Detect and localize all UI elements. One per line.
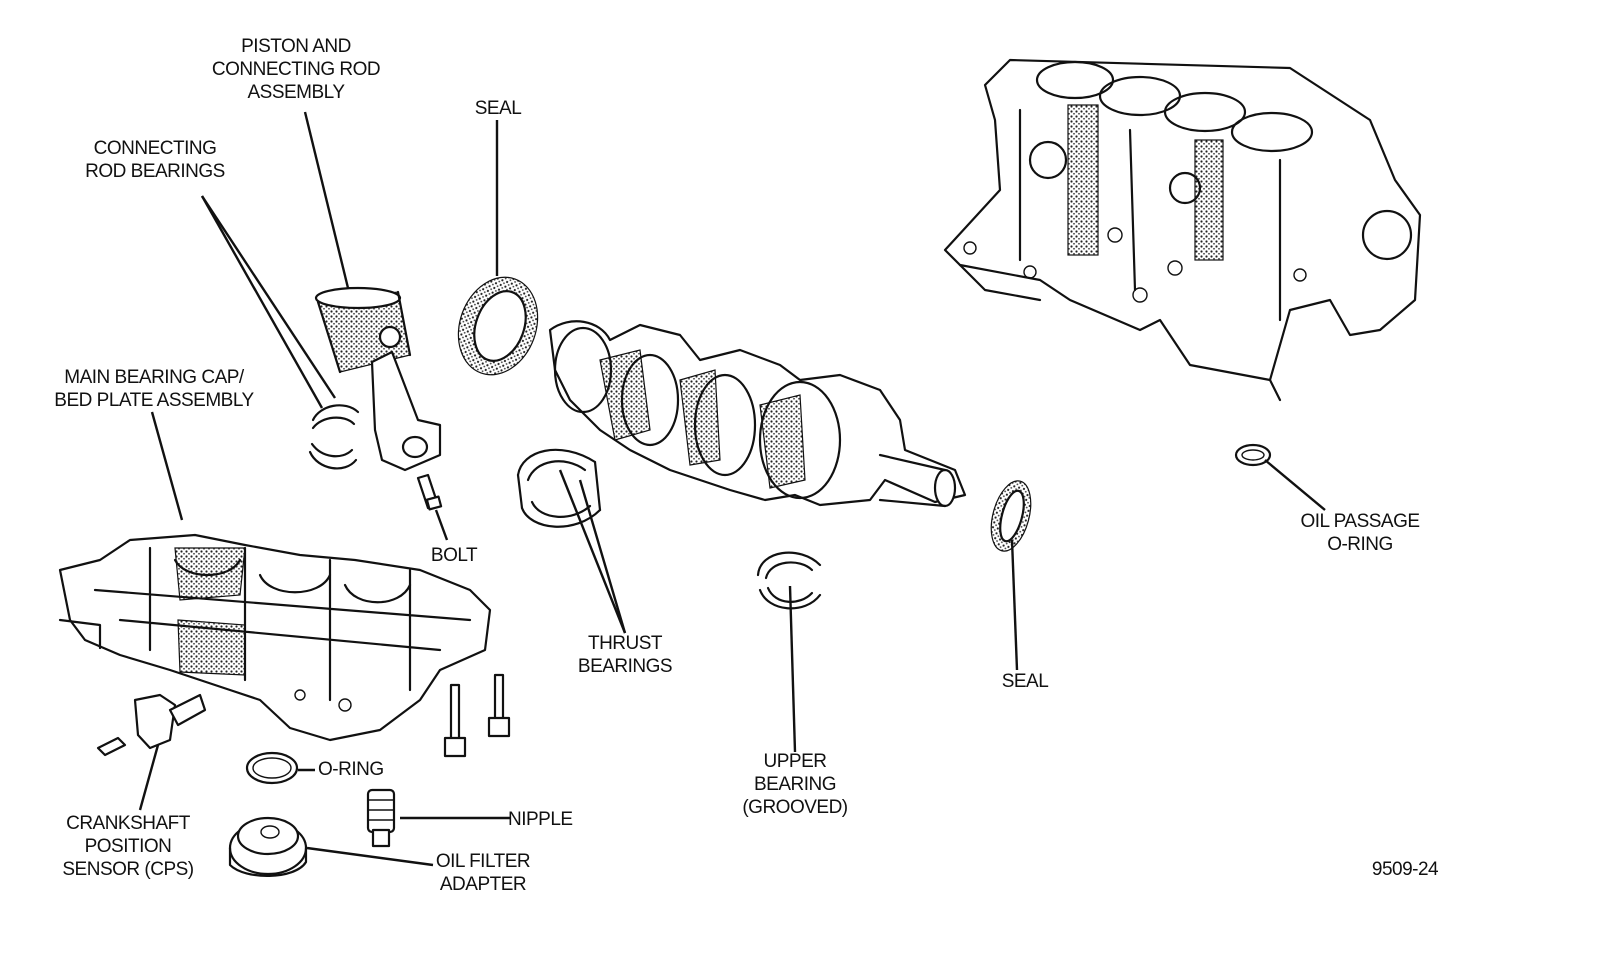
label-line: CRANKSHAFT [66, 813, 190, 834]
bed-plate-part [58, 533, 492, 742]
label-line: PISTON AND [241, 36, 351, 57]
label-line: ROD BEARINGS [85, 161, 225, 182]
label-main-bearing-cap: MAIN BEARING CAP/ BED PLATE ASSEMBLY [40, 366, 268, 412]
label-line: BOLT [430, 545, 478, 566]
label-rod-bearings: CONNECTING ROD BEARINGS [70, 137, 240, 183]
label-line: O-RING [1327, 534, 1393, 555]
label-seal-right: SEAL [990, 670, 1060, 693]
upper-bearing-part [756, 551, 822, 610]
figure-id: 9509-24 [1371, 859, 1439, 880]
bed-plate-bolts-part [443, 673, 511, 758]
thrust-bearings-part [516, 448, 602, 528]
label-line: MAIN BEARING CAP/ [64, 367, 244, 388]
label-oil-filter-adapter: OIL FILTER ADAPTER [418, 850, 548, 896]
label-line: SENSOR (CPS) [62, 859, 194, 880]
label-line: BEARING [753, 774, 837, 795]
label-line: NIPPLE [508, 809, 573, 830]
label-cps: CRANKSHAFT POSITION SENSOR (CPS) [48, 812, 208, 881]
label-line: OIL FILTER [435, 851, 531, 872]
seal-top-part [457, 276, 539, 376]
label-line: SEAL [474, 98, 522, 119]
label-line: THRUST [587, 633, 663, 654]
crankshaft-part [548, 320, 967, 508]
label-line: BED PLATE ASSEMBLY [54, 390, 254, 411]
oil-filter-adapter-part [228, 816, 308, 877]
seal-right-part [990, 480, 1032, 552]
label-line: (GROOVED) [742, 797, 848, 818]
label-line: UPPER [763, 751, 827, 772]
rod-bearings-part [308, 404, 360, 470]
oil-passage-oring-part [1234, 443, 1272, 467]
label-line: ADAPTER [439, 874, 527, 895]
label-line: SEAL [1001, 671, 1049, 692]
cps-part [96, 693, 207, 757]
nipple-part [366, 788, 396, 848]
label-seal-top: SEAL [460, 97, 536, 120]
piston-rod-part [314, 286, 442, 472]
o-ring-part [245, 751, 299, 785]
label-line: BEARINGS [577, 656, 673, 677]
label-bolt: BOLT [424, 544, 484, 567]
rod-bolt-part [416, 473, 443, 511]
label-line: POSITION [84, 836, 172, 857]
label-line: O-RING [318, 759, 384, 780]
label-thrust-bearings: THRUST BEARINGS [560, 632, 690, 678]
leader-lines [138, 111, 1326, 867]
label-line: CONNECTING [93, 138, 217, 159]
label-line: ASSEMBLY [247, 82, 345, 103]
engine-block [943, 58, 1422, 402]
label-piston-assembly: PISTON AND CONNECTING ROD ASSEMBLY [190, 35, 402, 104]
label-oil-passage-oring: OIL PASSAGE O-RING [1280, 510, 1440, 556]
label-upper-bearing: UPPER BEARING (GROOVED) [730, 750, 860, 819]
label-nipple: NIPPLE [508, 808, 598, 831]
label-line: OIL PASSAGE [1300, 511, 1420, 532]
label-o-ring: O-RING [318, 758, 418, 781]
label-line: CONNECTING ROD [211, 59, 381, 80]
